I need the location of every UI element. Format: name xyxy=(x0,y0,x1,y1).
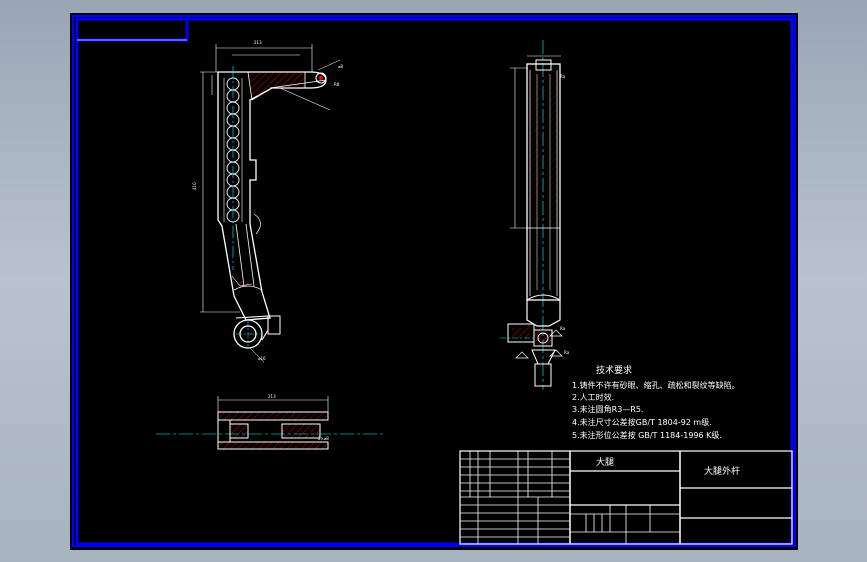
bottom-view: 213 2×⌀8 xyxy=(156,394,384,450)
side-view: Ra Ra Ra xyxy=(500,40,570,390)
outer-frame xyxy=(72,15,796,547)
svg-text:Ra: Ra xyxy=(564,350,570,355)
drawing-name: 大腿外杆 xyxy=(704,465,740,477)
corner-box xyxy=(75,17,189,42)
tech-requirements: 技术要求 1.铸件不许有砂眼、缩孔、疏松和裂纹等缺陷。 2.人工时效. 3.未注… xyxy=(572,364,740,440)
svg-text:213: 213 xyxy=(254,40,262,45)
drawing-viewport[interactable]: ⌀8 R8 213 xyxy=(70,13,798,550)
svg-text:213: 213 xyxy=(268,394,276,399)
tech-item-2: 2.人工时效. xyxy=(572,392,614,402)
cad-drawing[interactable]: ⌀8 R8 213 xyxy=(70,13,798,550)
title-block: 大腿 大腿外杆 xyxy=(459,450,793,545)
tech-item-1: 1.铸件不许有砂眼、缩孔、疏松和裂纹等缺陷。 xyxy=(572,380,740,390)
tech-item-5: 5.未注形位公差按 GB/T 1184-1996 K级. xyxy=(572,430,722,440)
inner-frame xyxy=(75,17,794,546)
svg-text:2×⌀8: 2×⌀8 xyxy=(318,436,329,441)
svg-text:Ra: Ra xyxy=(560,74,566,79)
front-view: ⌀8 R8 213 xyxy=(192,40,343,363)
svg-text:⌀8: ⌀8 xyxy=(338,64,343,69)
svg-text:R8: R8 xyxy=(334,82,340,87)
part-name: 大腿 xyxy=(596,456,614,468)
svg-text:Ra: Ra xyxy=(560,326,566,331)
tech-item-3: 3.未注圆角R3—R5. xyxy=(572,404,643,414)
tech-title: 技术要求 xyxy=(596,364,632,376)
svg-text:⌀16: ⌀16 xyxy=(258,356,266,361)
tech-item-4: 4.未注尺寸公差按GB/T 1804-92 m级. xyxy=(572,417,712,427)
svg-text:410: 410 xyxy=(192,182,197,190)
